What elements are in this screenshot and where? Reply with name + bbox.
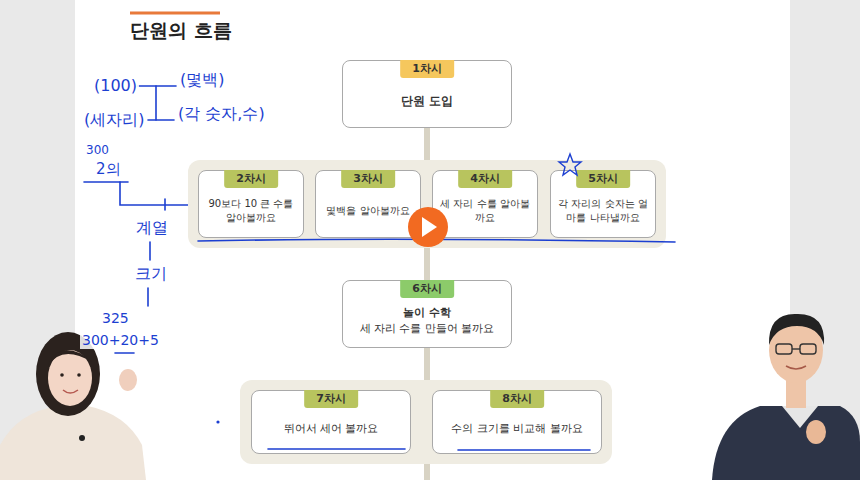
lesson-box: 6차시놀이 수학세 자리 수를 만들어 볼까요 <box>342 280 512 348</box>
lesson-title: 뛰어서 세어 볼까요 <box>284 421 379 437</box>
pen-dot <box>216 420 219 423</box>
lesson-group-band: 7차시뛰어서 세어 볼까요 8차시수의 크기를 비교해 볼까요 <box>240 380 612 464</box>
handwritten-note: 325 <box>100 310 131 327</box>
title-bar <box>130 12 220 15</box>
lesson-title: 단원 도입 <box>401 93 453 110</box>
presenter-man <box>712 314 860 480</box>
handwritten-note: 계열 <box>134 218 170 237</box>
flow-line <box>424 462 430 480</box>
lesson-number-tab: 2차시 <box>224 170 278 188</box>
handwritten-note: 300+20+5 <box>80 332 161 349</box>
presenter-woman <box>0 332 146 480</box>
lesson-title: 놀이 수학 <box>403 305 451 321</box>
handwritten-note: 2의 <box>94 160 123 178</box>
flow-connector <box>424 348 430 380</box>
lesson-number-tab: 4차시 <box>458 170 512 188</box>
lesson-box: 8차시수의 크기를 비교해 볼까요 <box>432 390 602 454</box>
lesson-box: 3차시몇백을 알아볼까요 <box>315 170 421 238</box>
flow-connector <box>424 248 430 280</box>
lesson-title: 세 자리 수를 만들어 볼까요 <box>360 321 495 337</box>
lesson-box: 2차시 90보다 10 큰 수를 알아볼까요 <box>198 170 304 238</box>
lesson-box: 4차시세 자리 수를 알아볼까요 <box>432 170 538 238</box>
lesson-number-tab: 8차시 <box>490 390 544 408</box>
lesson-number-tab: 5차시 <box>576 170 630 188</box>
lesson-title: 각 자리의 숫자는 얼마를 나타낼까요 <box>557 197 649 226</box>
handwritten-note: (세자리) <box>82 110 146 129</box>
page-title: 단원의 흐름 <box>130 18 232 44</box>
lesson-title: 90보다 10 큰 수를 알아볼까요 <box>205 197 297 226</box>
lesson-number-tab: 7차시 <box>304 390 358 408</box>
lesson-box: 7차시뛰어서 세어 볼까요 <box>251 390 411 454</box>
play-button <box>408 207 448 247</box>
lesson-group-band: 2차시90보다 10 큰 수를 알아볼까요3차시몇백을 알아볼까요4차시세 자리… <box>188 160 666 248</box>
lesson-title: 몇백을 알아볼까요 <box>326 204 409 219</box>
lesson-number-tab: 6차시 <box>400 280 454 298</box>
lesson-box: 5차시각 자리의 숫자는 얼마를 나타낼까요 <box>550 170 656 238</box>
handwritten-note: (100) <box>92 76 139 95</box>
lesson-title: 수의 크기를 비교해 볼까요 <box>451 421 583 437</box>
lesson-number-tab: 3차시 <box>341 170 395 188</box>
handwritten-star <box>559 154 581 175</box>
lesson-title: 세 자리 수를 알아볼까요 <box>439 197 531 226</box>
flow-connector <box>424 128 430 160</box>
handwritten-note: (각 숫자,수) <box>176 104 267 123</box>
handwritten-note: (몇백) <box>178 70 226 89</box>
handwritten-underlines <box>198 239 675 450</box>
handwritten-note: 크기 <box>133 264 169 283</box>
lesson-box: 1차시단원 도입 <box>342 60 512 128</box>
lesson-number-tab: 1차시 <box>400 60 454 78</box>
handwritten-note: 300 <box>84 143 111 157</box>
